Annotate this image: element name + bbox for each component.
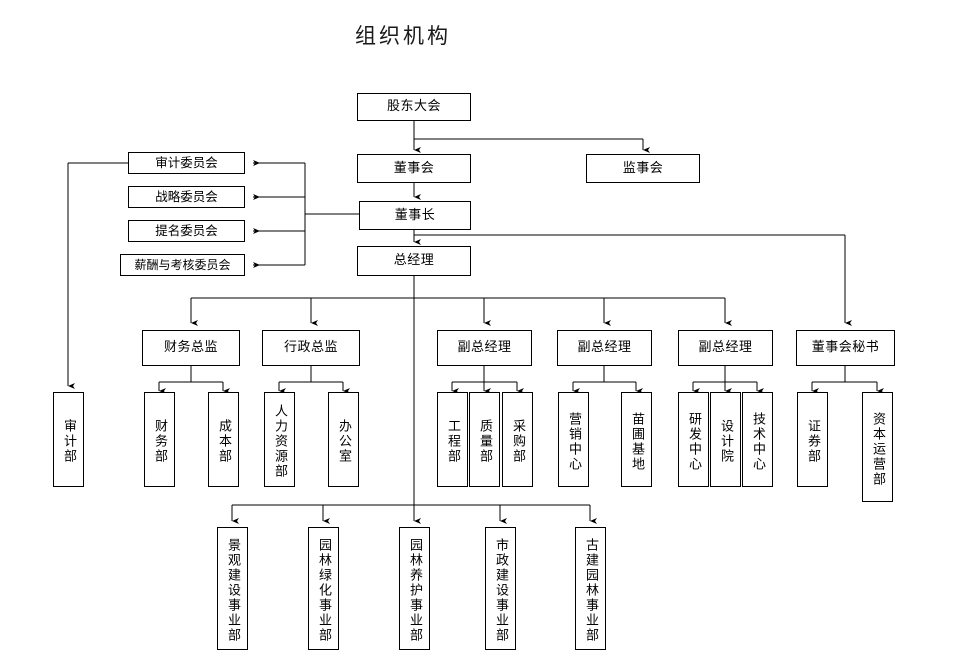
node-board-secretary[interactable]: 董事会秘书 bbox=[796, 330, 895, 366]
node-finance-dept[interactable]: 财务部 bbox=[144, 392, 175, 487]
node-hr-dept[interactable]: 人力资源部 bbox=[264, 392, 295, 487]
node-securities-dept[interactable]: 证券部 bbox=[797, 392, 828, 487]
page-title: 组织机构 bbox=[355, 24, 451, 48]
node-office[interactable]: 办公室 bbox=[328, 392, 359, 487]
node-rd-center[interactable]: 研发中心 bbox=[678, 392, 709, 487]
node-audit-dept[interactable]: 审计部 bbox=[53, 392, 84, 487]
node-garden-maintenance-div[interactable]: 园林养护事业部 bbox=[399, 527, 430, 650]
node-compensation-committee[interactable]: 薪酬与考核委员会 bbox=[120, 254, 245, 276]
node-cost-dept[interactable]: 成本部 bbox=[208, 392, 239, 487]
node-design-institute[interactable]: 设计院 bbox=[710, 392, 741, 487]
node-marketing-center[interactable]: 营销中心 bbox=[558, 392, 589, 487]
node-audit-committee[interactable]: 审计委员会 bbox=[128, 152, 245, 174]
node-engineering-dept[interactable]: 工程部 bbox=[437, 392, 468, 487]
node-ancient-garden-div[interactable]: 古建园林事业部 bbox=[575, 527, 606, 650]
node-board-of-supervisors[interactable]: 监事会 bbox=[586, 154, 700, 183]
node-deputy-gm-2[interactable]: 副总经理 bbox=[557, 330, 652, 366]
node-garden-greening-div[interactable]: 园林绿化事业部 bbox=[308, 527, 339, 650]
node-deputy-gm-3[interactable]: 副总经理 bbox=[678, 330, 773, 366]
node-admin-director[interactable]: 行政总监 bbox=[262, 330, 360, 366]
node-procurement-dept[interactable]: 采购部 bbox=[502, 392, 533, 487]
node-municipal-construction-div[interactable]: 市政建设事业部 bbox=[485, 527, 516, 650]
node-cfo[interactable]: 财务总监 bbox=[142, 330, 240, 366]
node-tech-center[interactable]: 技术中心 bbox=[742, 392, 773, 487]
node-strategy-committee[interactable]: 战略委员会 bbox=[128, 186, 245, 208]
node-capital-ops-dept[interactable]: 资本运营部 bbox=[862, 392, 893, 502]
node-shareholders-meeting[interactable]: 股东大会 bbox=[357, 93, 471, 121]
node-quality-dept[interactable]: 质量部 bbox=[469, 392, 500, 487]
node-landscape-construction-div[interactable]: 景观建设事业部 bbox=[217, 527, 248, 650]
node-board-of-directors[interactable]: 董事会 bbox=[357, 154, 471, 183]
node-chairman[interactable]: 董事长 bbox=[359, 201, 471, 230]
node-nursery-base[interactable]: 苗圃基地 bbox=[621, 392, 652, 487]
node-nomination-committee[interactable]: 提名委员会 bbox=[128, 220, 245, 242]
node-deputy-gm-1[interactable]: 副总经理 bbox=[437, 330, 532, 366]
node-general-manager[interactable]: 总经理 bbox=[357, 246, 471, 276]
